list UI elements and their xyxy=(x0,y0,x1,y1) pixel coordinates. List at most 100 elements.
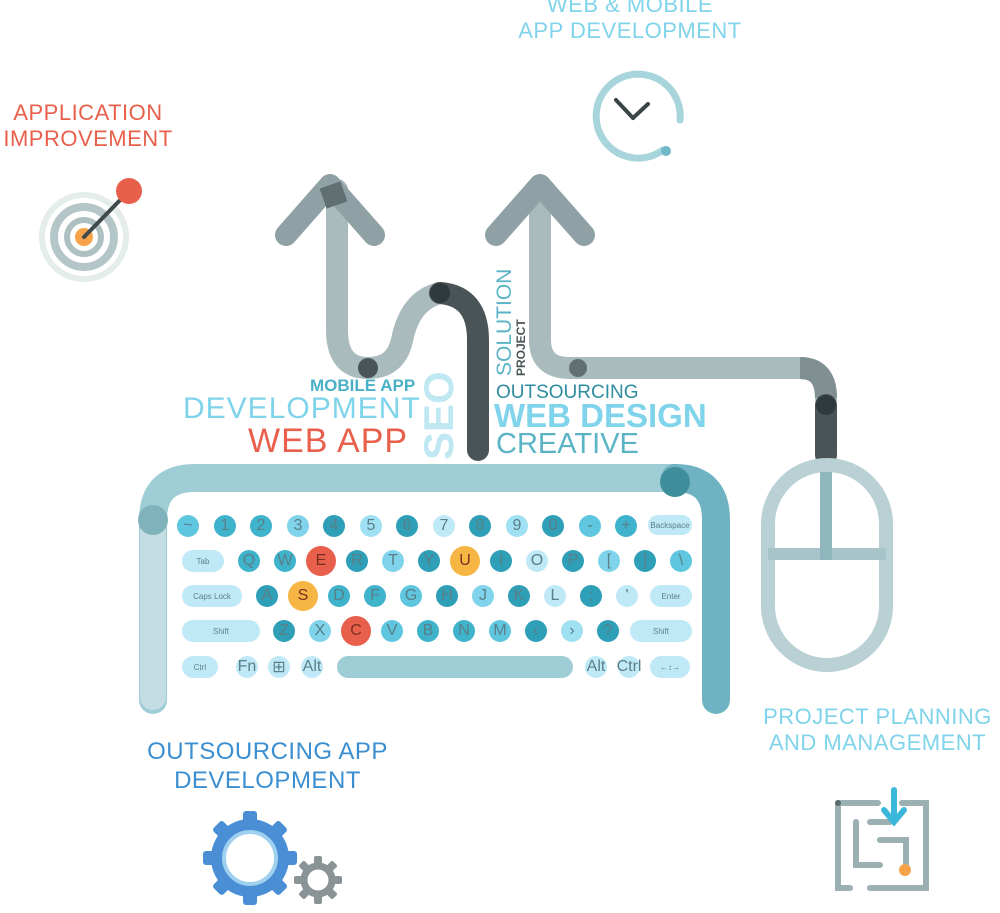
key-label: S xyxy=(297,587,309,604)
key-label: X xyxy=(314,622,326,639)
key-label: ~ xyxy=(183,517,193,534)
key-row2-1[interactable]: Q xyxy=(238,550,260,572)
key-row4-7[interactable]: M xyxy=(489,620,511,642)
key-row1-2[interactable]: 2 xyxy=(250,515,272,537)
key-row4-5[interactable]: B xyxy=(417,620,439,642)
outsourcing-heading: OUTSOURCING APP DEVELOPMENT xyxy=(140,738,395,796)
key-row3-5[interactable]: G xyxy=(400,585,422,607)
key-row1-13[interactable]: Backspace xyxy=(648,515,692,535)
key-label: ⊞ xyxy=(272,659,286,676)
key-row1-7[interactable]: 7 xyxy=(433,515,455,537)
key-row4-0[interactable]: Shift xyxy=(182,620,260,642)
target-icon xyxy=(39,178,142,282)
key-row2-5[interactable]: T xyxy=(382,550,404,572)
key-row4-9[interactable]: › xyxy=(561,620,583,642)
key-row2-2[interactable]: W xyxy=(274,550,296,572)
key-row4-6[interactable]: N xyxy=(453,620,475,642)
key-row3-2[interactable]: S xyxy=(288,581,318,611)
key-row2-7[interactable]: U xyxy=(450,546,480,576)
key-row4-2[interactable]: X xyxy=(309,620,331,642)
mouse-icon xyxy=(761,458,893,672)
key-label: I xyxy=(498,552,504,569)
key-label: ; xyxy=(588,587,594,604)
key-row1-0[interactable]: ~ xyxy=(177,515,199,537)
key-row1-9[interactable]: 9 xyxy=(506,515,528,537)
key-label: H xyxy=(441,587,453,604)
key-label: ? xyxy=(603,622,613,639)
key-row3-6[interactable]: H xyxy=(436,585,458,607)
key-row4-4[interactable]: V xyxy=(381,620,403,642)
key-row3-3[interactable]: D xyxy=(328,585,350,607)
keyboard-frame xyxy=(138,464,730,714)
key-label: M xyxy=(493,622,507,639)
key-row3-4[interactable]: F xyxy=(364,585,386,607)
key-row5-1[interactable]: Fn xyxy=(236,656,258,678)
outsourcing-line1: OUTSOURCING APP xyxy=(147,738,388,765)
web-mobile-line1: WEB & MOBILE xyxy=(546,0,714,17)
key-label: ' xyxy=(625,587,629,604)
key-row4-3[interactable]: C xyxy=(341,616,371,646)
key-row3-0[interactable]: Caps Lock xyxy=(182,585,242,607)
key-row1-4[interactable]: 4 xyxy=(323,515,345,537)
word-seo: SEO xyxy=(415,371,462,460)
maze-icon xyxy=(835,787,929,891)
key-row1-6[interactable]: 6 xyxy=(396,515,418,537)
key-row2-6[interactable]: Y xyxy=(418,550,440,572)
key-row2-9[interactable]: O xyxy=(526,550,548,572)
key-row5-7[interactable]: ←↕→ xyxy=(650,656,690,678)
key-row1-12[interactable]: + xyxy=(615,515,637,537)
key-row3-11[interactable]: ' xyxy=(616,585,638,607)
key-row5-3[interactable]: Alt xyxy=(301,656,323,678)
key-row4-10[interactable]: ? xyxy=(597,620,619,642)
key-label: 9 xyxy=(512,517,522,534)
key-label: + xyxy=(621,517,631,534)
word-web-app: WEB APP xyxy=(248,422,409,460)
key-row1-1[interactable]: 1 xyxy=(214,515,236,537)
key-label: Tab xyxy=(196,556,210,566)
key-row3-8[interactable]: K xyxy=(508,585,530,607)
key-row5-0[interactable]: Ctrl xyxy=(182,656,218,678)
key-row2-10[interactable]: P xyxy=(562,550,584,572)
web-mobile-heading: WEB & MOBILE APP DEVELOPMENT xyxy=(505,0,755,45)
key-row3-12[interactable]: Enter xyxy=(650,585,692,607)
right-path-node xyxy=(569,359,587,377)
key-row4-11[interactable]: Shift xyxy=(630,620,692,642)
key-row1-10[interactable]: 0 xyxy=(542,515,564,537)
key-label: Enter xyxy=(661,591,681,601)
key-row2-3[interactable]: E xyxy=(306,546,336,576)
word-development: DEVELOPMENT xyxy=(183,392,421,425)
key-row1-11[interactable]: - xyxy=(579,515,601,537)
key-label: Z xyxy=(279,622,289,639)
key-row2-8[interactable]: I xyxy=(490,550,512,572)
key-label: ‹ xyxy=(533,622,539,639)
key-row5-5[interactable]: Alt xyxy=(585,656,607,678)
key-label: E xyxy=(315,552,327,569)
project-heading: PROJECT PLANNING AND MANAGEMENT xyxy=(755,704,1000,757)
application-line2: IMPROVEMENT xyxy=(3,126,173,152)
key-row4-8[interactable]: ‹ xyxy=(525,620,547,642)
key-row3-10[interactable]: ; xyxy=(580,585,602,607)
key-row1-3[interactable]: 3 xyxy=(287,515,309,537)
left-path-node xyxy=(358,358,378,378)
key-row3-7[interactable]: J xyxy=(472,585,494,607)
key-label: L xyxy=(550,587,560,604)
key-row1-8[interactable]: 8 xyxy=(469,515,491,537)
key-label: 2 xyxy=(256,517,266,534)
key-row2-0[interactable]: Tab xyxy=(182,550,224,572)
key-row5-2[interactable]: ⊞ xyxy=(268,656,290,678)
key-row1-5[interactable]: 5 xyxy=(360,515,382,537)
key-row5-6[interactable]: Ctrl xyxy=(617,656,641,678)
key-label: Caps Lock xyxy=(193,591,231,601)
key-row3-9[interactable]: L xyxy=(544,585,566,607)
left-arrow-path xyxy=(326,179,451,380)
key-row3-1[interactable]: A xyxy=(256,585,278,607)
key-label: [ xyxy=(606,552,612,569)
key-row2-13[interactable]: \ xyxy=(670,550,692,572)
key-row2-12[interactable]: ] xyxy=(634,550,656,572)
key-row2-4[interactable]: R xyxy=(346,550,368,572)
key-row2-11[interactable]: [ xyxy=(598,550,620,572)
key-row5-4[interactable] xyxy=(337,656,573,678)
key-row4-1[interactable]: Z xyxy=(273,620,295,642)
application-heading: APPLICATION IMPROVEMENT xyxy=(0,100,176,153)
word-web-design: WEB DESIGN xyxy=(494,397,707,434)
